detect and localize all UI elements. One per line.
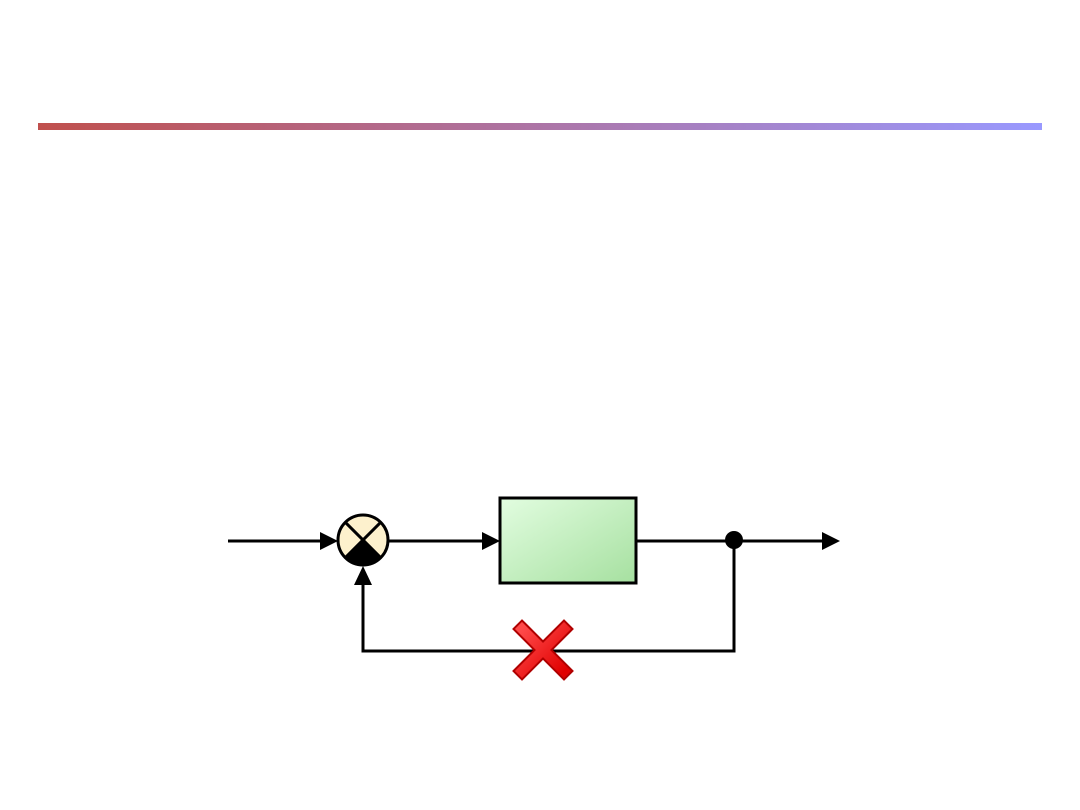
summing-junction-icon <box>336 513 390 567</box>
input-arrowhead <box>320 532 338 550</box>
error-arrowhead <box>482 532 500 550</box>
output-arrowhead <box>822 532 840 550</box>
title-rule <box>38 123 1042 130</box>
feedback-arrowhead <box>354 566 372 585</box>
red-x-icon <box>512 619 574 681</box>
plant-block <box>498 496 638 585</box>
